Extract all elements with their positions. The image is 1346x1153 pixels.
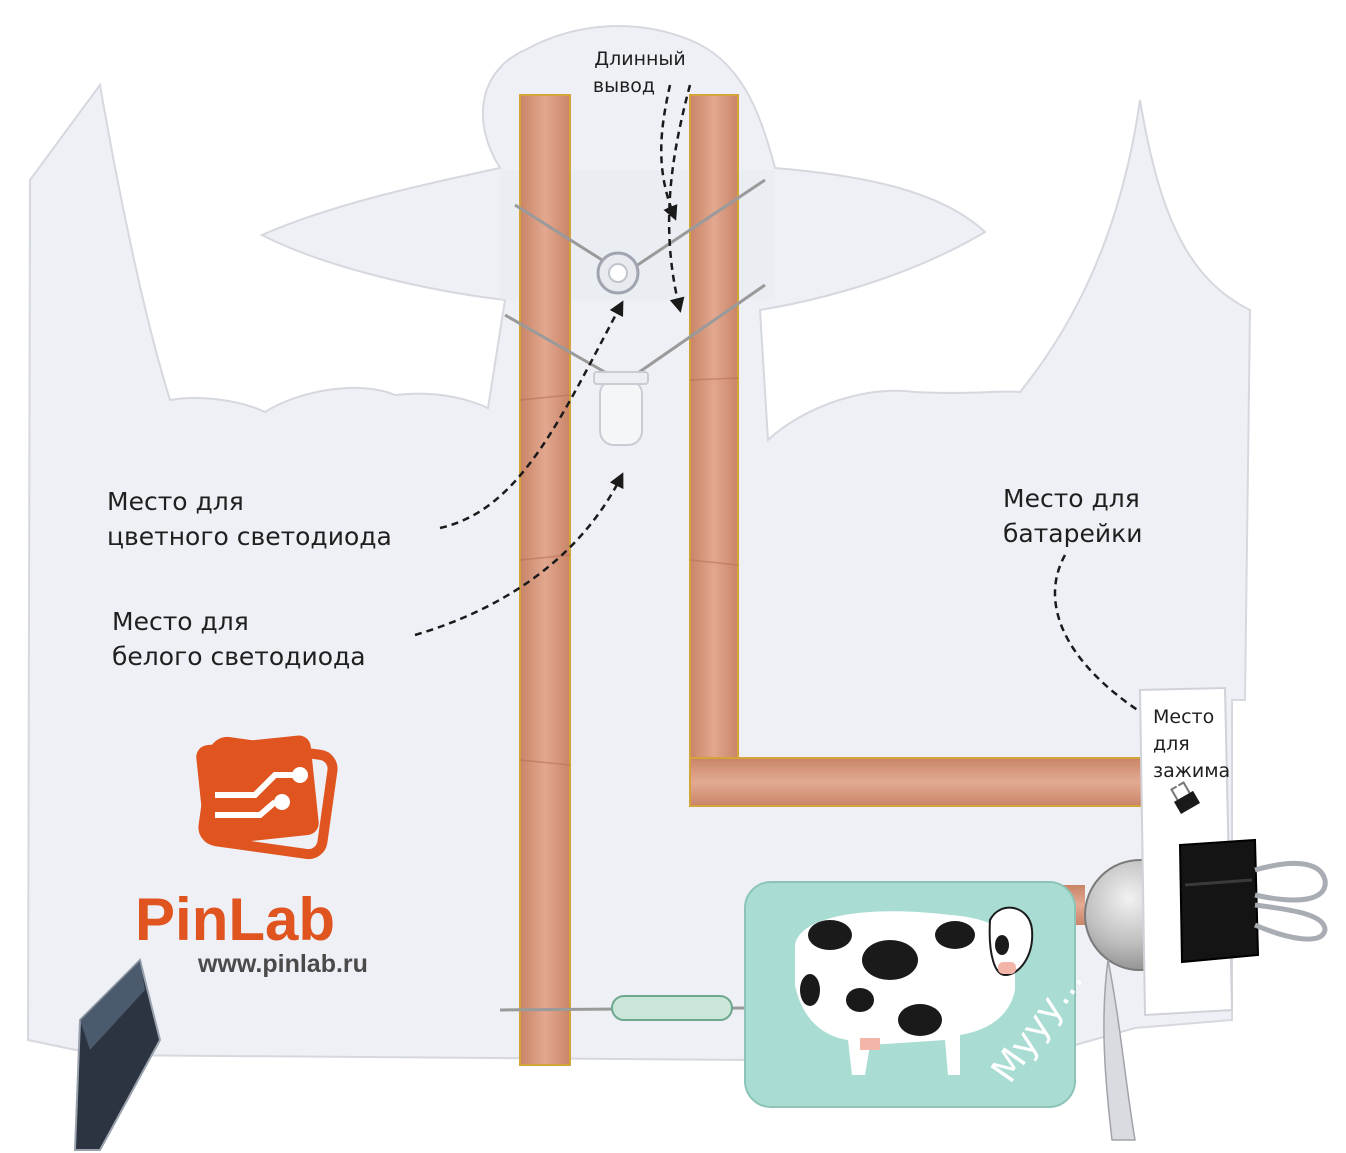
white-led-label-line2: белого светодиода (112, 642, 366, 671)
white-led (504, 283, 766, 446)
binder-clip-body (1178, 838, 1260, 964)
color-led (514, 178, 766, 295)
binder-clip-icon (1170, 781, 1201, 815)
left-stand (73, 958, 162, 1151)
long-lead-arrow-2 (667, 84, 692, 313)
copper-trace-bottom (689, 757, 1146, 807)
reed-switch (499, 995, 746, 1021)
battery-arrow (1053, 554, 1146, 717)
clip-label-line2: для (1153, 733, 1190, 755)
white-led-label-line1: Место для (112, 607, 249, 636)
binder-clip-handle (1254, 860, 1328, 942)
clip-label-line1: Место (1153, 706, 1214, 728)
color-led-label-line1: Место для (107, 487, 244, 516)
battery-label-line1: Место для (1003, 484, 1140, 513)
white-led-arrow (414, 472, 624, 637)
long-lead-label-line2: вывод (593, 75, 655, 97)
reed-switch-glass (611, 995, 733, 1021)
cow-card: Мууу... (744, 881, 1092, 1108)
long-lead-arrow-1 (660, 84, 678, 221)
white-led-body (599, 379, 643, 446)
binder-clip (1178, 838, 1328, 964)
annotation-arrows (414, 84, 1146, 717)
copper-traces (519, 94, 1146, 1066)
brand-url: www.pinlab.ru (197, 950, 368, 978)
labels: Длинный вывод Место для цветного светоди… (107, 48, 1142, 671)
brand-name: PinLab (135, 886, 335, 953)
clip-label-line3: зажима (1153, 760, 1230, 782)
long-lead-label-line1: Длинный (594, 48, 686, 70)
copper-trace-left (519, 94, 571, 1066)
color-led-arrow (439, 300, 624, 530)
pinlab-logo-icon (196, 735, 338, 860)
pinlab-logo: PinLab www.pinlab.ru (135, 735, 368, 978)
battery-label-line2: батарейки (1003, 519, 1142, 548)
cow-illustration (795, 906, 1034, 1075)
color-led-label-line2: цветного светодиода (107, 522, 392, 551)
